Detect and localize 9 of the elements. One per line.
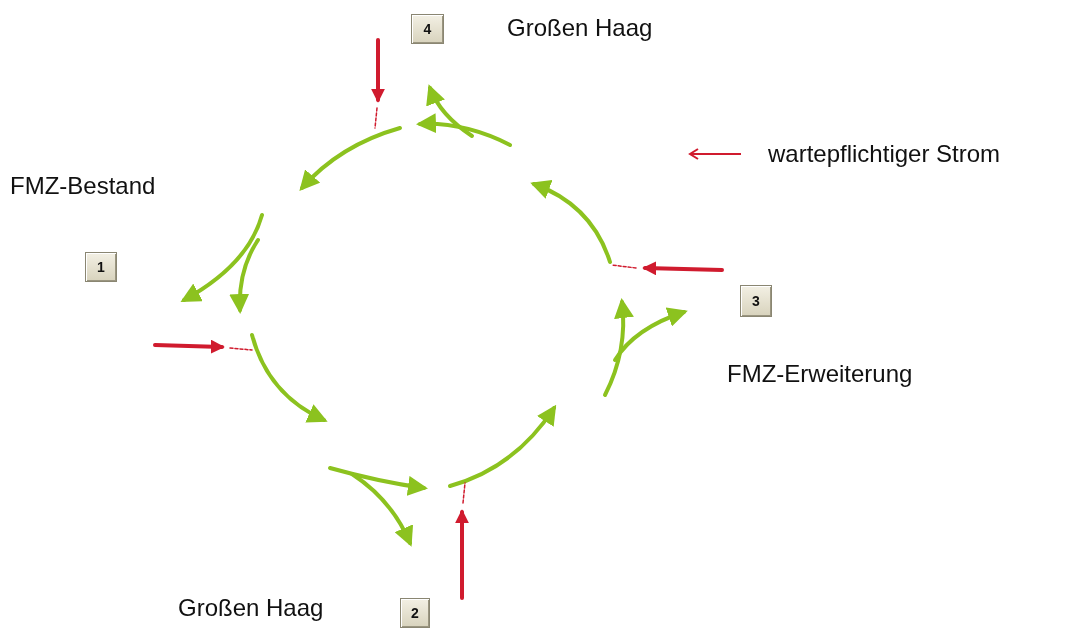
number-badge: 4: [411, 14, 444, 44]
number-badge: 2: [400, 598, 430, 628]
place-label: FMZ-Bestand: [10, 172, 156, 200]
place-label: FMZ-Erweiterung: [727, 360, 913, 388]
number-badge: 3: [740, 285, 772, 317]
legend-label: wartepflichtiger Strom: [768, 140, 1001, 168]
place-label: Großen Haag: [507, 14, 653, 42]
number-badge: 1: [85, 252, 117, 282]
place-label: Großen Haag: [178, 594, 324, 622]
